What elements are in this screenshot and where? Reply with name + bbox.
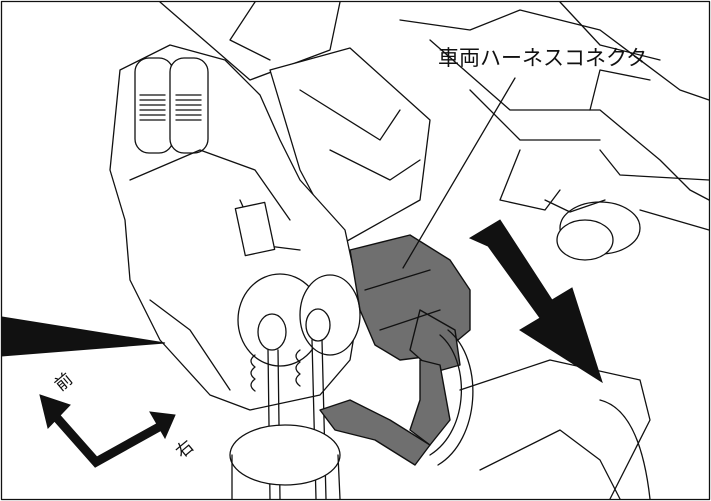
right-direction-label: 右 bbox=[172, 436, 198, 462]
mating-connector-body bbox=[109, 44, 361, 411]
orientation-arrow-icon bbox=[39, 394, 176, 468]
connector-callout-label: 車両ハーネスコネクタ bbox=[438, 46, 647, 70]
vehicle-body-outline bbox=[159, 1, 710, 231]
lower-panel-outline bbox=[459, 359, 651, 500]
harness-bracket bbox=[269, 47, 431, 246]
wire-bundle bbox=[229, 339, 341, 500]
callout-leader-line bbox=[402, 77, 516, 269]
pointer-wedge bbox=[1, 316, 166, 357]
grommet bbox=[544, 199, 641, 261]
front-direction-label: 前 bbox=[51, 369, 77, 395]
direction-arrow-icon bbox=[468, 219, 603, 384]
vehicle-harness-connector bbox=[319, 234, 474, 466]
